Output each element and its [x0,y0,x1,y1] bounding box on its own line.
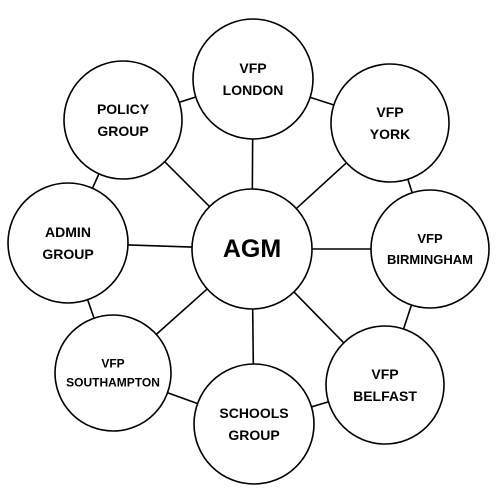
node-label: GROUP [42,246,93,262]
node-vfp-london: VFP LONDON [192,18,314,140]
node-label: GROUP [97,123,148,139]
spoke-vfp-belfast [293,291,345,344]
node-circle [54,314,172,432]
node-label: ADMIN [45,224,91,240]
node-circle [191,188,313,310]
node-circle [192,18,314,140]
outer-nodes: VFP LONDON VFP YORK VFP BIRMINGHAM VFP BELFAST S… [7,18,490,485]
spoke-policy-group [164,161,211,208]
node-vfp-southampton: VFP SOUTHAMPTON [54,314,172,432]
node-vfp-birmingham: VFP BIRMINGHAM [370,189,490,309]
node-label: GROUP [228,427,279,443]
node-admin-group: ADMIN GROUP [7,182,129,304]
node-vfp-belfast: VFP BELFAST [325,325,445,445]
node-circle [370,189,490,309]
node-policy-group: POLICY GROUP [63,60,183,180]
node-label: VFP [376,104,403,120]
node-label: LONDON [223,82,284,98]
node-schools-group: SCHOOLS GROUP [193,363,315,485]
node-circle [193,363,315,485]
node-label: AGM [223,235,281,263]
node-label: YORK [370,126,410,142]
node-agm: AGM [191,188,313,310]
node-vfp-york: VFP YORK [330,63,450,183]
node-label: SCHOOLS [219,405,288,421]
node-circle [330,63,450,183]
node-circle [7,182,129,304]
node-label: SOUTHAMPTON [66,376,160,390]
node-label: VFP [371,366,398,382]
node-label: BELFAST [353,388,417,404]
spoke-admin-group [127,244,193,248]
spoke-schools-group [251,308,255,365]
node-label: VFP [101,356,124,370]
node-label: BIRMINGHAM [387,252,473,267]
node-circle [63,60,183,180]
spoke-vfp-southampton [155,288,208,335]
node-label: VFP [239,60,266,76]
spoke-lines [127,138,371,365]
node-label: POLICY [97,101,150,117]
center-node: AGM [191,188,313,310]
node-circle [325,325,445,445]
node-label: VFP [417,231,443,246]
spoke-vfp-york [295,162,347,210]
